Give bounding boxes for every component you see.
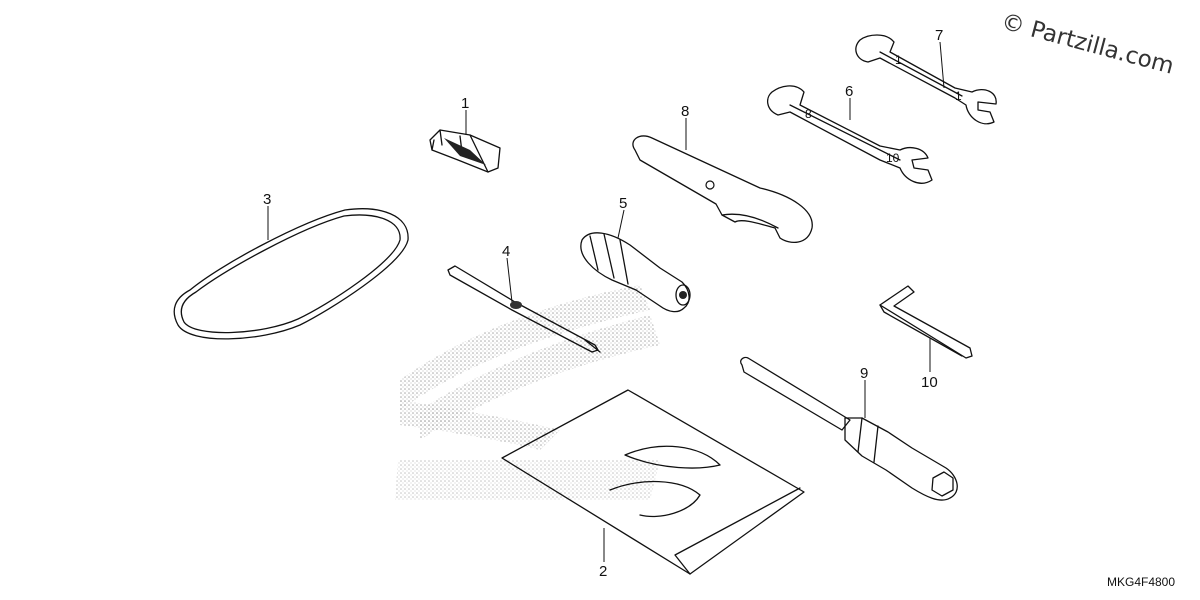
watermark-text: © Partzilla.com (998, 9, 1176, 80)
callout-8[interactable]: 8 (681, 103, 689, 120)
part-1-clip[interactable] (429, 129, 501, 173)
part-5-screwdriver-handle[interactable] (580, 232, 691, 313)
part-8-hook-wrench[interactable] (632, 135, 813, 244)
part-2-manual-bag[interactable] (501, 389, 805, 575)
svg-text:1: 1 (955, 89, 962, 103)
leader-lines (267, 41, 945, 562)
callout-4[interactable]: 4 (502, 243, 510, 260)
honda-wing-logo (395, 285, 660, 500)
part-9-socket-wrench[interactable] (740, 356, 958, 501)
callout-9[interactable]: 9 (860, 365, 868, 382)
callouts: 1 2 3 4 5 6 7 8 9 10 (263, 27, 943, 580)
svg-text:8: 8 (805, 107, 812, 121)
callout-1[interactable]: 1 (461, 95, 469, 112)
svg-text:10: 10 (886, 151, 900, 165)
part-10-hex-key[interactable] (879, 285, 973, 359)
part-3-strap[interactable] (173, 208, 409, 340)
callout-7[interactable]: 7 (935, 27, 943, 44)
part-6-open-end-wrench[interactable]: 8 10 (767, 85, 933, 184)
callout-5[interactable]: 5 (619, 195, 627, 212)
callout-2[interactable]: 2 (599, 563, 607, 580)
svg-text:1: 1 (895, 53, 902, 67)
part-4-screwdriver-shaft[interactable] (447, 265, 601, 353)
callout-6[interactable]: 6 (845, 83, 853, 100)
callout-10[interactable]: 10 (921, 374, 938, 391)
callout-3[interactable]: 3 (263, 191, 271, 208)
part-7-open-end-wrench[interactable]: 1 1 (855, 34, 997, 125)
diagram-code: MKG4F4800 (1107, 575, 1175, 589)
